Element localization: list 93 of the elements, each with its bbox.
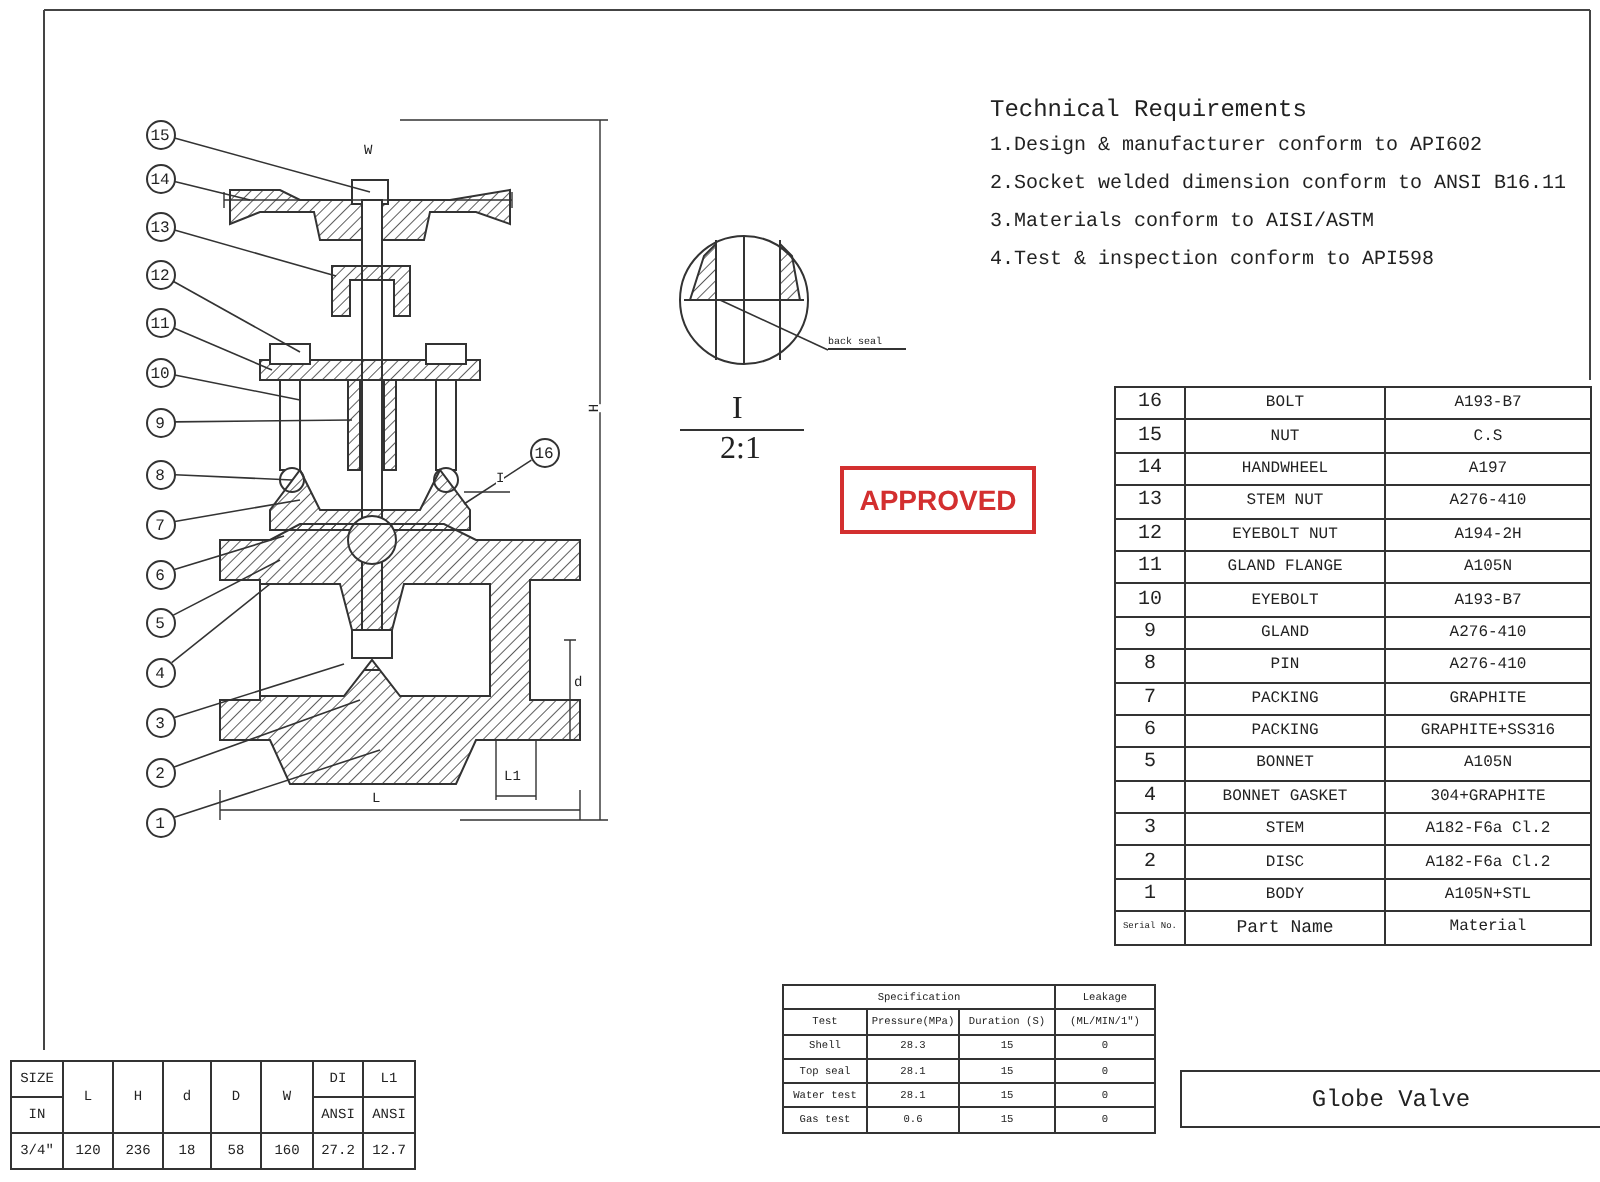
callout-number: 2 [145, 757, 175, 787]
table-cell: A197 [1385, 452, 1591, 486]
table-cell: A193-B7 [1385, 583, 1591, 617]
table-cell: 12 [1115, 518, 1185, 551]
callout-number: 6 [145, 559, 175, 589]
table-cell: A276-410 [1385, 485, 1591, 519]
scale-label: 2:1 [720, 432, 761, 468]
callout-number: 13 [145, 211, 175, 241]
table-cell: 4 [1115, 780, 1185, 814]
table-cell: BOLT [1185, 387, 1385, 420]
leader-line [174, 419, 353, 423]
callout-number: 14 [145, 163, 175, 193]
table-cell: BODY [1185, 878, 1385, 912]
table-cell: 5 [1115, 747, 1185, 781]
valve-section-drawing [219, 179, 581, 785]
callout-number: 1 [145, 807, 175, 837]
callout-number: 4 [145, 657, 175, 687]
leader-line [173, 374, 301, 401]
leader-line [172, 559, 281, 616]
callout-number: 3 [145, 707, 175, 737]
table-cell: 8 [1115, 649, 1185, 683]
requirement-text: 2.Socket welded dimension conform to ANSI B16.11 [990, 174, 1567, 196]
callout-number: 9 [145, 407, 175, 437]
leader-line [170, 583, 271, 664]
leader-line [173, 535, 285, 571]
table-cell: GRAPHITE+SS316 [1385, 714, 1591, 748]
table-cell: A276-410 [1385, 616, 1591, 650]
table-cell: STEM NUT [1185, 485, 1385, 519]
table-cell: A105N [1385, 747, 1591, 781]
table-cell: EYEBOLT NUT [1185, 518, 1385, 551]
leader-line [719, 299, 829, 351]
table-cell: A182-F6a Cl.2 [1385, 813, 1591, 846]
table-cell: 7 [1115, 682, 1185, 715]
leader-line [174, 499, 301, 523]
table-cell: PACKING [1185, 682, 1385, 715]
table-cell: GLAND FLANGE [1185, 550, 1385, 584]
table-cell: C.S [1385, 419, 1591, 453]
requirement-text: 3.Materials conform to AISI/ASTM [990, 212, 1375, 234]
table-cell: EYEBOLT [1185, 583, 1385, 617]
table-cell: HANDWHEEL [1185, 452, 1385, 486]
table-cell: NUT [1185, 419, 1385, 453]
detail-label: I [732, 392, 743, 428]
table-cell: BONNET [1185, 747, 1385, 781]
callout-number: 15 [145, 119, 175, 149]
leader-line [173, 699, 361, 768]
leader-line [173, 180, 251, 201]
table-cell: Material [1385, 911, 1591, 945]
table-cell: PACKING [1185, 714, 1385, 748]
callout-number: 10 [145, 357, 175, 387]
table-cell: 16 [1115, 387, 1185, 420]
leader-line [173, 137, 371, 193]
table-cell: 11 [1115, 550, 1185, 584]
leader-line [173, 749, 381, 819]
table-cell: 6 [1115, 714, 1185, 748]
table-cell: 3 [1115, 813, 1185, 846]
heading: Technical Requirements [990, 96, 1307, 124]
table-cell: Globe Valve [1181, 1071, 1600, 1127]
table-cell: BONNET GASKET [1185, 780, 1385, 814]
requirement-text: 4.Test & inspection conform to API598 [990, 250, 1435, 272]
callout-number: 12 [145, 259, 175, 289]
table-cell: A105N [1385, 550, 1591, 584]
leader-line [173, 663, 345, 719]
table-cell: 13 [1115, 485, 1185, 519]
leader-line [172, 280, 301, 353]
callout-number: 7 [145, 509, 175, 539]
table-cell: DISC [1185, 845, 1385, 879]
table-cell: 10 [1115, 583, 1185, 617]
table-cell: 9 [1115, 616, 1185, 650]
table-cell: 15 [1115, 419, 1185, 453]
table-cell: A193-B7 [1385, 387, 1591, 420]
table-cell: A276-410 [1385, 649, 1591, 683]
table-cell: 14 [1115, 452, 1185, 486]
table-cell: A105N+STL [1385, 878, 1591, 912]
callout-number: 11 [145, 307, 175, 337]
table-cell: STEM [1185, 813, 1385, 846]
leader-line [173, 229, 337, 277]
table-cell: A194-2H [1385, 518, 1591, 551]
requirement-text: 1.Design & manufacturer conform to API602 [990, 136, 1483, 158]
table-cell: 1 [1115, 878, 1185, 912]
table-cell: GRAPHITE [1385, 682, 1591, 715]
table-cell: 304+GRAPHITE [1385, 780, 1591, 814]
callout-number: 8 [145, 459, 175, 489]
leader-line [174, 473, 293, 481]
table-cell: A182-F6a Cl.2 [1385, 845, 1591, 879]
leader-line [463, 459, 533, 505]
callout-number: 5 [145, 607, 175, 637]
approved-stamp: APPROVED [840, 466, 1036, 534]
table-cell: Part Name [1185, 911, 1385, 945]
detail-view-drawing [679, 235, 809, 365]
table-cell: GLAND [1185, 616, 1385, 650]
table-cell: PIN [1185, 649, 1385, 683]
leader-line [173, 327, 273, 371]
table-cell: 2 [1115, 845, 1185, 879]
